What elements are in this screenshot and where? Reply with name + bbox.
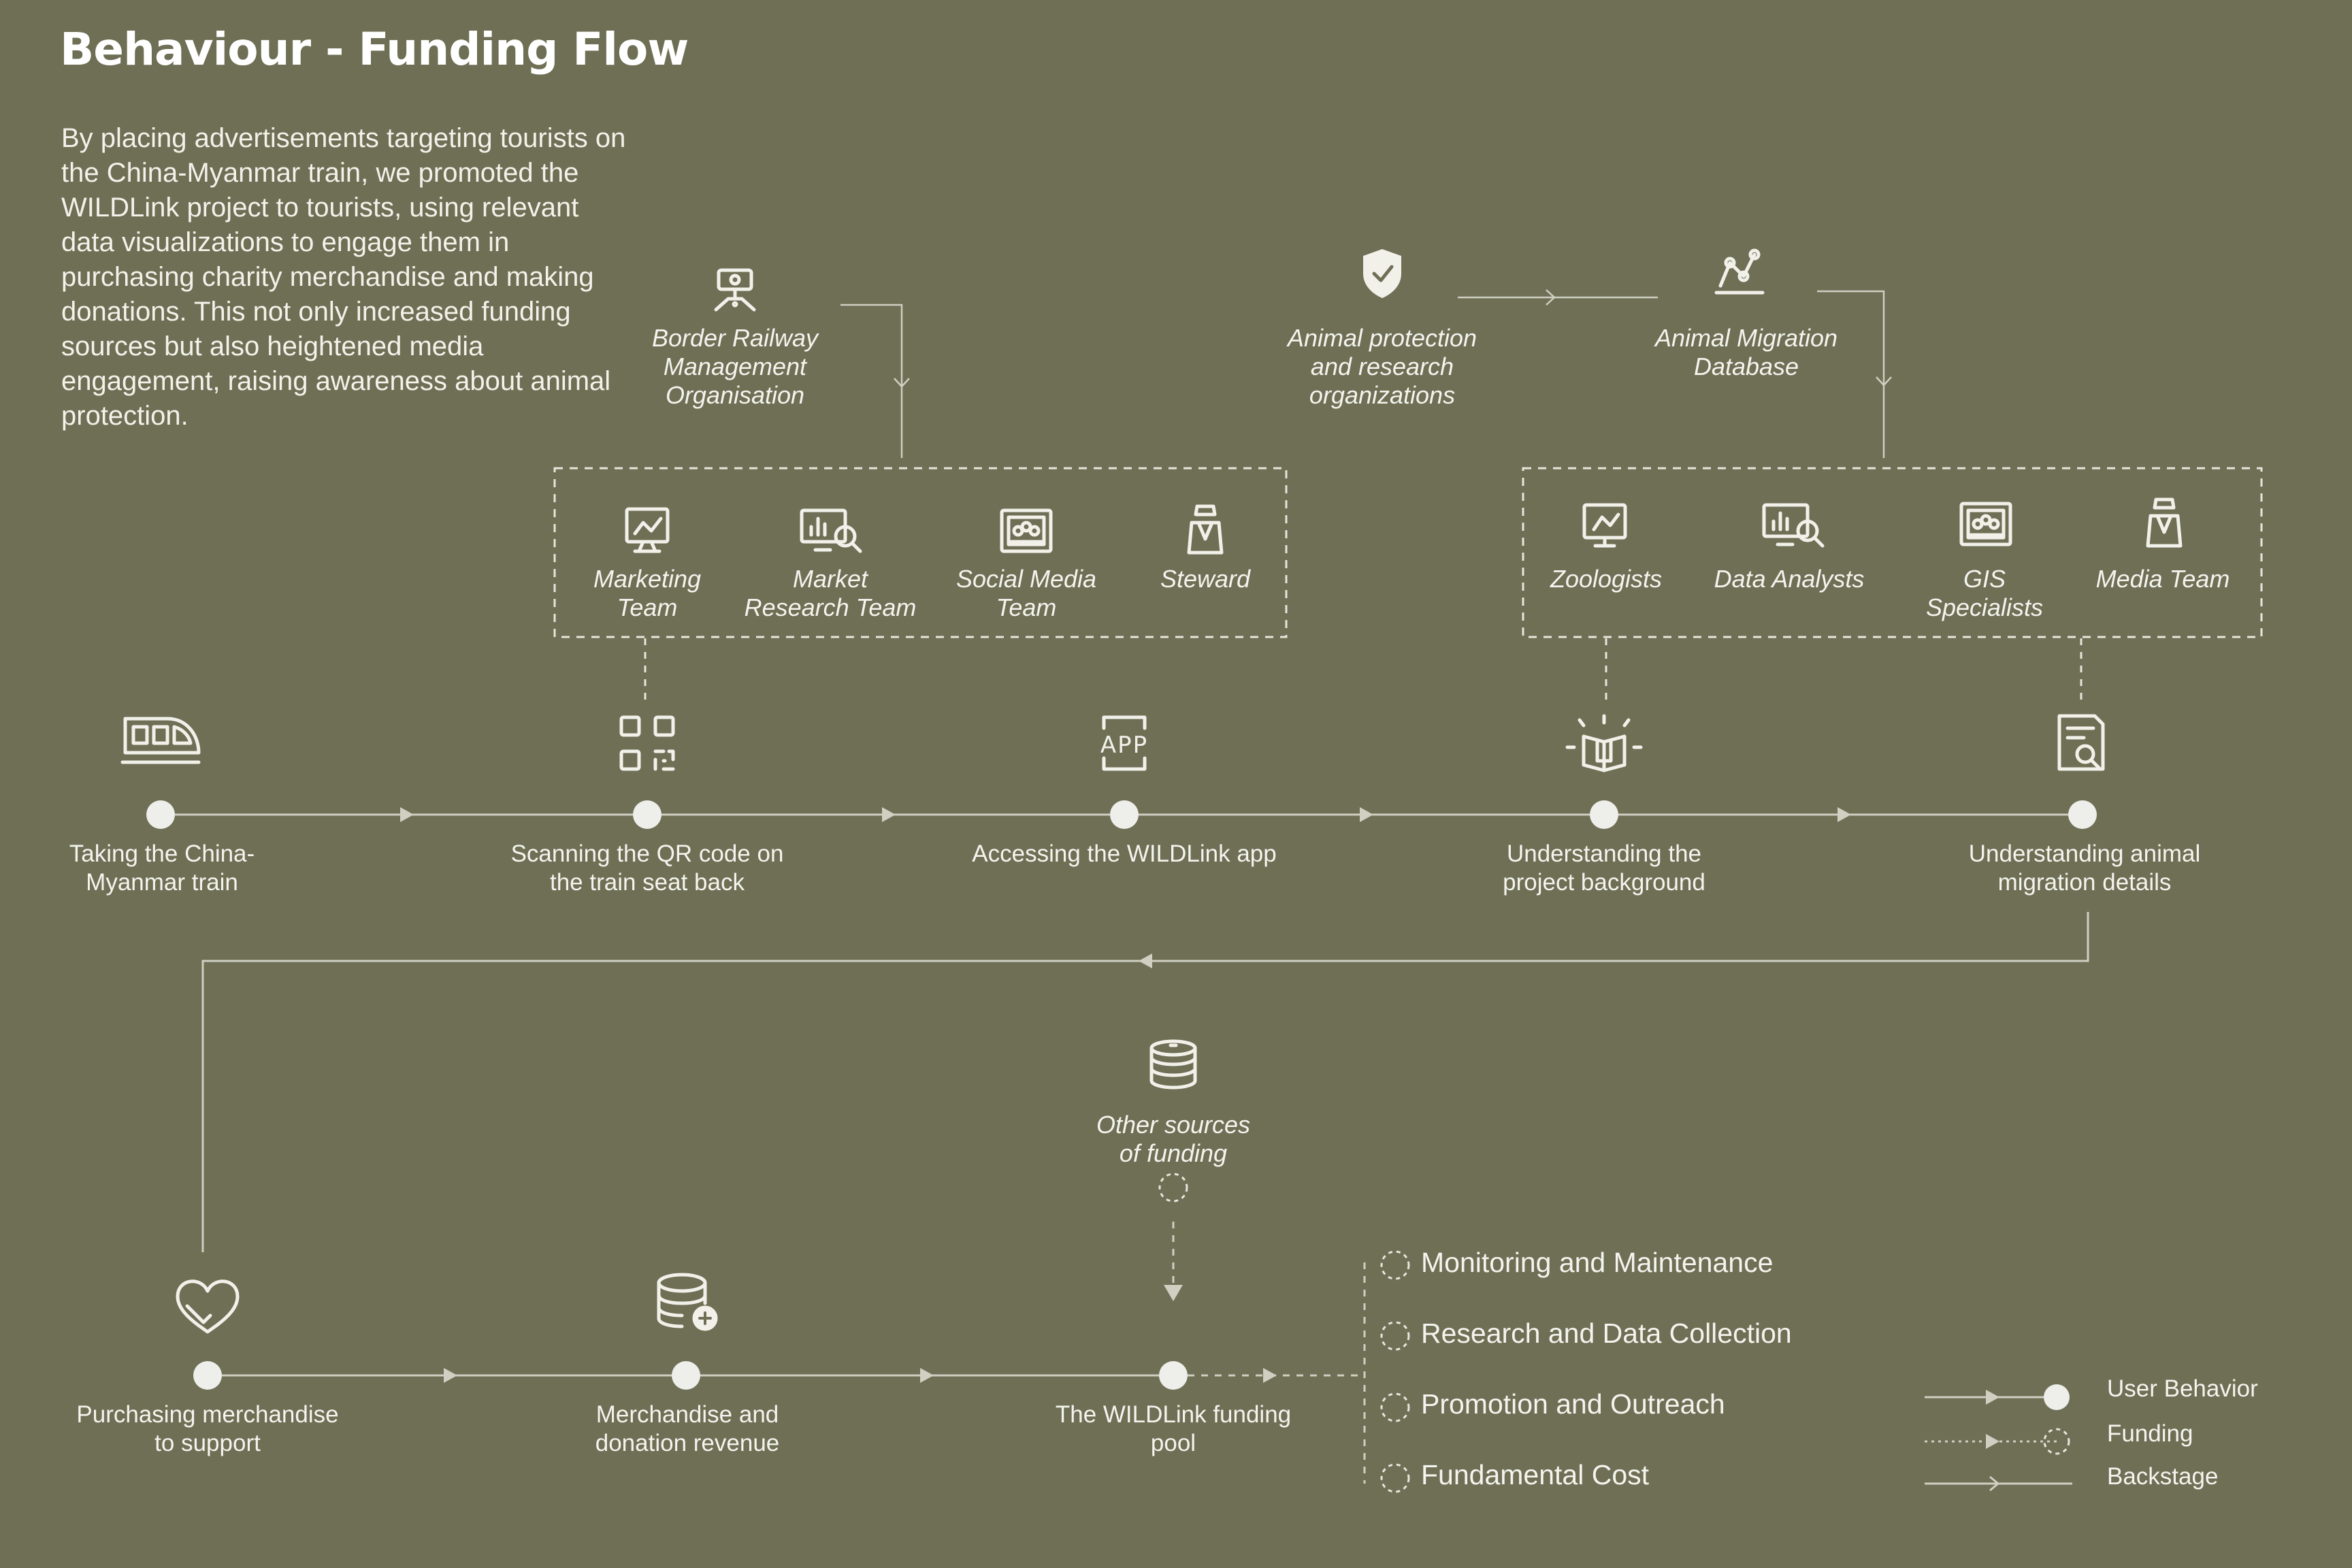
org-migration-database: Animal Migration Database	[1654, 324, 1838, 380]
chart-board-icon	[1582, 503, 1627, 548]
monitor-search-icon-2	[1762, 503, 1825, 548]
user-flow-lines	[161, 813, 2089, 1377]
other-funding-sources: Other sources of funding	[1096, 1111, 1251, 1167]
legend-user-behavior: User Behavior	[2107, 1375, 2258, 1402]
step-train: Taking the China- Myanmar train	[69, 840, 255, 896]
funding-use-fundamental: Fundamental Cost	[1421, 1459, 1650, 1490]
app-icon-text: APP	[1100, 732, 1148, 759]
step-migration: Understanding animal migration details	[1968, 840, 2201, 896]
train-icon	[120, 717, 201, 764]
coins-plus-icon	[657, 1273, 718, 1331]
backstage-box-left	[553, 467, 1288, 638]
team-data-analysts: Data Analysts	[1714, 565, 1865, 593]
steward-icon	[1187, 504, 1224, 555]
qr-code-icon	[619, 715, 675, 771]
user-flow-arrows	[400, 807, 1851, 1383]
legend-funding: Funding	[2107, 1420, 2193, 1447]
funding-use-promotion: Promotion and Outreach	[1421, 1388, 1725, 1420]
team-steward: Steward	[1160, 565, 1251, 593]
map-frame-icon	[1959, 502, 2012, 546]
app-icon	[1102, 715, 1147, 771]
funding-use-markers	[1158, 1173, 1410, 1493]
document-search-icon	[2057, 714, 2105, 771]
step-revenue: Merchandise and donation revenue	[595, 1401, 780, 1456]
team-social-media: Social Media Team	[956, 565, 1097, 621]
team-market-research: Market Research Team	[744, 565, 917, 621]
funding-use-monitoring: Monitoring and Maintenance	[1421, 1247, 1774, 1278]
step-purchase: Purchasing merchandise to support	[76, 1401, 339, 1456]
backstage-box-right	[1522, 467, 2263, 638]
presentation-chart-icon	[625, 507, 670, 553]
photo-frame-icon	[1000, 508, 1053, 553]
media-team-icon	[2146, 497, 2183, 548]
team-zoologists: Zoologists	[1550, 565, 1663, 593]
team-gis: GIS Specialists	[1925, 565, 2044, 621]
funding-use-research: Research and Data Collection	[1421, 1318, 1792, 1349]
page-title: Behaviour - Funding Flow	[60, 23, 689, 76]
org-border-railway: Border Railway Management Organisation	[651, 324, 819, 409]
heart-hand-icon	[176, 1279, 240, 1334]
monitor-search-icon	[800, 508, 862, 553]
user-flow-nodes	[146, 800, 2097, 1390]
intro-paragraph: By placing advertisements targeting tour…	[61, 123, 626, 431]
backstage-connectors	[840, 289, 1892, 458]
coin-stack-icon	[1149, 1039, 1197, 1090]
box-to-step-links	[644, 638, 2082, 701]
funding-arrows	[1164, 1285, 1277, 1383]
team-media: Media Team	[2095, 565, 2230, 593]
shield-check-icon	[1363, 249, 1401, 298]
line-graph-icon	[1714, 248, 1765, 295]
legend-backstage: Backstage	[2107, 1463, 2219, 1490]
org-animal-protection: Animal protection and research organizat…	[1287, 324, 1477, 409]
book-light-icon	[1565, 714, 1643, 772]
step-app: Accessing the WILDLink app	[972, 840, 1277, 867]
step-background: Understanding the project background	[1503, 840, 1705, 896]
legend-graphics	[1925, 1396, 2072, 1492]
signpost-person-icon	[714, 268, 756, 312]
step-funding-pool: The WILDLink funding pool	[1055, 1401, 1292, 1456]
team-marketing: Marketing Team	[593, 565, 702, 621]
step-qr: Scanning the QR code on the train seat b…	[510, 840, 784, 896]
